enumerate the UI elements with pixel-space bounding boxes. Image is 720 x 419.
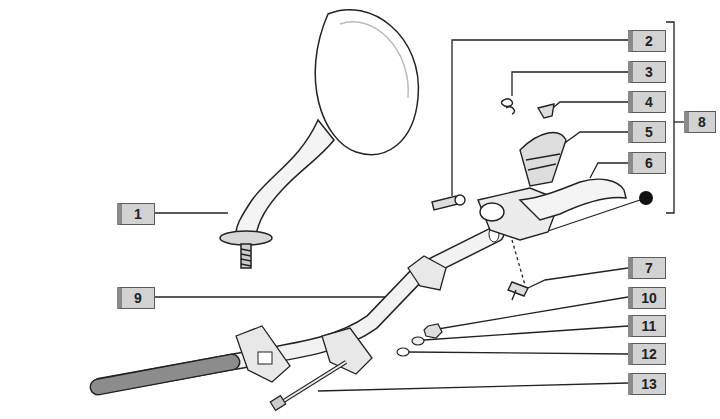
leader-line: [424, 326, 628, 340]
callout-box: 1: [117, 203, 155, 225]
hardware: [270, 324, 442, 410]
handlebar: [98, 226, 499, 387]
leader-line: [452, 40, 628, 196]
callout-box: 5: [628, 121, 666, 143]
callout-number: 9: [134, 290, 142, 306]
callout-box: 8: [684, 111, 716, 133]
callout-number: 5: [645, 124, 653, 140]
callout-number: 3: [645, 64, 653, 80]
leader-line: [512, 72, 628, 96]
callout-number: 10: [641, 290, 657, 306]
group-bracket: [674, 121, 684, 122]
leader-line: [155, 212, 228, 213]
callout-box: 2: [628, 30, 666, 52]
callout-number: 11: [642, 318, 657, 334]
callout-number: 12: [641, 346, 657, 362]
leader-line: [432, 297, 628, 330]
callout-box: 10: [628, 287, 666, 309]
leader-line: [548, 102, 628, 112]
leader-line: [590, 163, 628, 178]
callout-box: 9: [117, 287, 155, 309]
callout-box: 11: [628, 315, 666, 337]
callout-number: 4: [645, 94, 653, 110]
lever-assembly: [432, 99, 626, 300]
callout-number: 8: [698, 114, 706, 130]
callout-number: 7: [645, 260, 653, 276]
callout-number: 6: [645, 155, 653, 171]
callout-box: 6: [628, 152, 666, 174]
callout-box: 7: [628, 257, 666, 279]
callout-number: 2: [645, 33, 653, 49]
callout-number: 1: [134, 206, 142, 222]
group-bracket: [666, 22, 674, 213]
callout-box: 3: [628, 61, 666, 83]
marker-dot: [639, 191, 653, 205]
leader-line: [155, 296, 388, 297]
leader-line: [408, 352, 628, 354]
wire-dashed: [512, 240, 525, 285]
leader-line: [318, 383, 628, 391]
callout-number: 13: [641, 376, 657, 392]
mirror: [220, 10, 418, 268]
leader-line: [528, 268, 628, 288]
callout-box: 13: [628, 373, 666, 395]
callout-box: 12: [628, 343, 666, 365]
callout-box: 4: [628, 91, 666, 113]
